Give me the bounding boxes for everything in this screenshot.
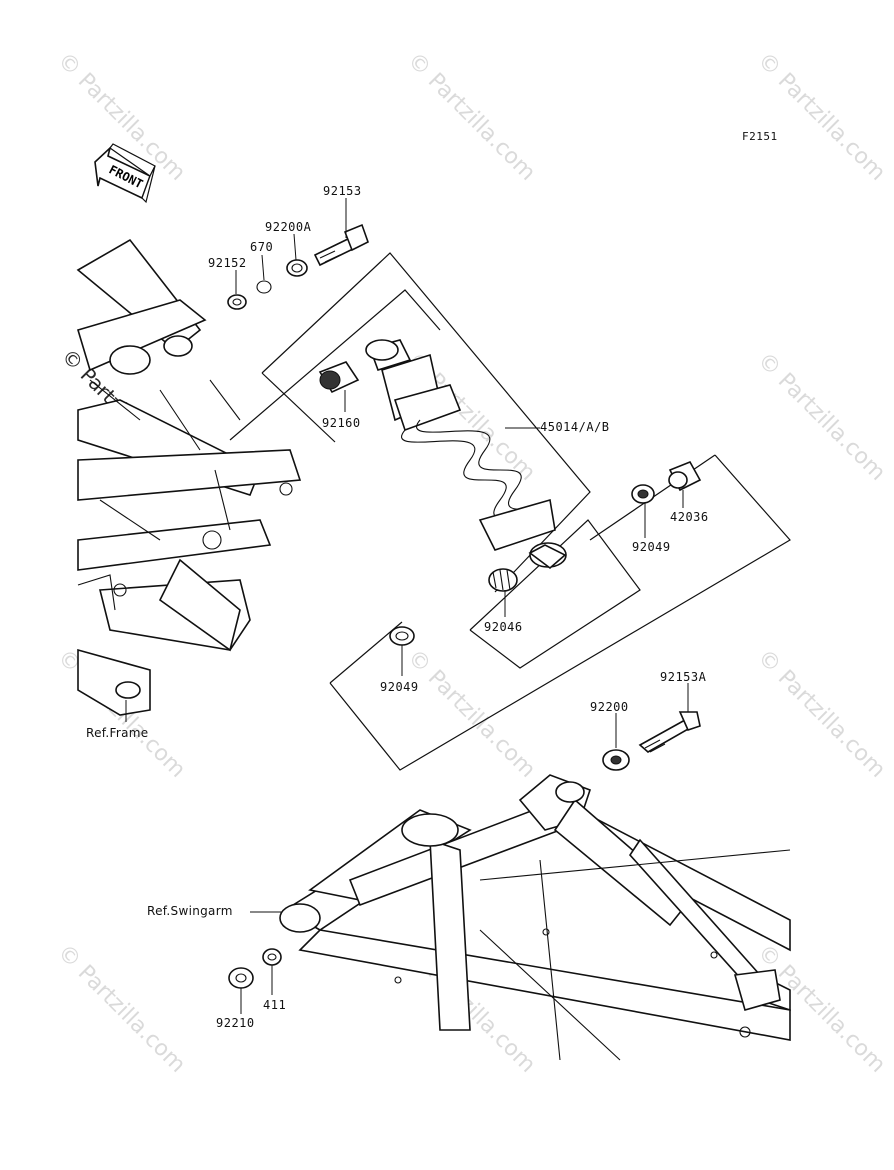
leader-lines <box>125 198 689 1014</box>
ref-swingarm-label[interactable]: Ref.Swingarm <box>147 904 233 918</box>
shock-absorber <box>365 339 567 570</box>
collar-42036 <box>668 460 702 492</box>
frame-drawing <box>76 238 302 716</box>
nut-92210 <box>228 967 254 989</box>
part-label-42036[interactable]: 42036 <box>670 510 709 524</box>
ref-frame-label[interactable]: Ref.Frame <box>86 726 149 740</box>
washer-411 <box>262 948 282 966</box>
nut-92152 <box>227 294 247 310</box>
washer-92200 <box>602 749 630 771</box>
part-label-92046[interactable]: 92046 <box>484 620 523 634</box>
washer-92049-lower <box>389 626 415 646</box>
bearing-92046 <box>488 568 518 592</box>
swingarm-drawing <box>279 774 791 1061</box>
group-outlines <box>229 252 791 771</box>
o-ring-670 <box>256 280 272 294</box>
part-label-92152[interactable]: 92152 <box>208 256 247 270</box>
part-label-411[interactable]: 411 <box>263 998 287 1012</box>
part-label-92200A[interactable]: 92200A <box>265 220 312 234</box>
washer-92049-upper <box>631 484 655 504</box>
part-label-92200[interactable]: 92200 <box>590 700 629 714</box>
part-label-92153[interactable]: 92153 <box>323 184 362 198</box>
part-label-670[interactable]: 670 <box>250 240 274 254</box>
front-arrow-icon: FRONT <box>94 143 156 204</box>
washer-92200A <box>286 259 308 277</box>
bolt-92153A <box>638 711 701 753</box>
part-label-92153A[interactable]: 92153A <box>660 670 707 684</box>
bolt-92153 <box>313 223 369 267</box>
bushing-92160 <box>318 361 360 394</box>
part-label-45014-a-b[interactable]: 45014/A/B <box>540 420 610 434</box>
part-label-92210[interactable]: 92210 <box>216 1016 255 1030</box>
part-label-92049-lower[interactable]: 92049 <box>380 680 419 694</box>
part-label-92049-upper[interactable]: 92049 <box>632 540 671 554</box>
part-label-92160[interactable]: 92160 <box>322 416 361 430</box>
diagram-id: F2151 <box>742 130 778 143</box>
